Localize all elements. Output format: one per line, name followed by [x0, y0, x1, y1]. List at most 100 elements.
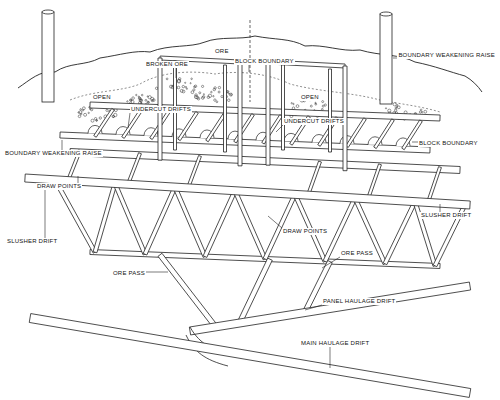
draw-point — [307, 161, 322, 196]
ore-fragment — [185, 82, 186, 83]
ore-fragment — [90, 108, 92, 110]
ore-fragment — [96, 120, 97, 121]
ore-fragment — [199, 92, 201, 94]
draw-point-funnel — [93, 183, 117, 253]
ore-fragment — [419, 111, 421, 113]
part-label: PANEL HAULAGE DRIFT — [322, 298, 396, 305]
ore-fragment — [182, 90, 185, 93]
ore-fragment — [155, 87, 157, 89]
slusher-drift — [70, 149, 460, 174]
undercut-drift — [234, 114, 255, 143]
ore-fragment — [99, 117, 101, 119]
ore-fragment — [193, 89, 195, 91]
ore-fragment — [80, 113, 82, 115]
ore-fragment — [127, 101, 128, 102]
leader-line — [249, 65, 250, 72]
ore-fragment — [141, 94, 143, 96]
ore-fragment — [190, 83, 191, 84]
ore-fragment — [322, 105, 324, 107]
leader-lines — [45, 58, 440, 368]
ore-fragment — [186, 88, 187, 89]
draw-point — [427, 167, 442, 203]
workings — [25, 56, 471, 397]
ore-fragment — [214, 99, 216, 101]
ore-fragment — [88, 112, 89, 113]
part-label: ORE PASS — [112, 270, 146, 277]
ore-fragment — [228, 93, 229, 94]
slusher-drift — [25, 174, 470, 209]
weakening-raises — [42, 10, 392, 104]
undercut-rail — [60, 132, 430, 153]
part-label: BLOCK BOUNDARY — [234, 58, 295, 65]
ore-fragment — [177, 86, 180, 89]
ore-fragment — [91, 119, 94, 122]
draw-point — [187, 155, 202, 188]
frame-post — [282, 65, 285, 150]
frame-post — [238, 62, 242, 166]
ore-fragment — [194, 85, 196, 87]
leader-line — [146, 272, 168, 273]
ore-fragment — [213, 96, 214, 97]
leader-line — [276, 125, 283, 132]
frame-post — [224, 65, 227, 152]
ore-fragment — [216, 101, 218, 103]
ore-fragment — [83, 107, 86, 110]
draw-point-funnel — [233, 190, 267, 260]
ore-fragment — [147, 101, 149, 103]
part-label: UNDERCUT DRIFTS — [130, 106, 192, 113]
ore-fragment — [315, 103, 317, 105]
draw-point-funnel — [143, 186, 177, 255]
ore-fragment — [166, 78, 168, 80]
ore-fragment — [177, 79, 180, 82]
ore-fragment — [148, 101, 150, 103]
ore-fragment — [228, 99, 231, 102]
ore-fragment — [202, 85, 204, 87]
leader-line — [62, 140, 63, 150]
ore-fragment — [292, 107, 295, 110]
ore-fragment — [141, 99, 142, 100]
ore-fragment — [148, 96, 151, 99]
ore-fragment — [96, 119, 98, 121]
main-haulage-drift — [29, 314, 471, 398]
undercut-drift — [346, 118, 367, 148]
ore-fragment — [397, 105, 398, 106]
leader-line — [440, 204, 441, 212]
ore-pass — [158, 253, 217, 327]
part-label: DRAW POINTS — [282, 228, 328, 235]
undercut-drift — [122, 110, 143, 139]
ore-fragment — [147, 96, 148, 97]
draw-point-funnel — [383, 201, 417, 265]
ore-fragment — [106, 109, 108, 111]
ore-fragment — [191, 78, 193, 80]
ore-fragment — [422, 112, 423, 113]
draw-point — [367, 164, 382, 199]
ore-fragment — [227, 91, 229, 93]
frame-post — [266, 62, 270, 165]
ore-fragment — [291, 103, 292, 104]
ore-fragment — [84, 113, 87, 116]
draw-point-funnel — [263, 194, 297, 260]
ore-fragment — [213, 88, 215, 90]
part-label: MAIN HAULAGE DRIFT — [300, 340, 370, 347]
part-label: BROKEN ORE — [145, 61, 189, 68]
ore-fragment — [310, 105, 312, 107]
ore-fragment — [197, 98, 199, 100]
ore-fragment — [140, 99, 143, 102]
ore-fragment — [131, 100, 134, 103]
leader-line — [268, 216, 282, 228]
ore-fragment — [138, 96, 139, 97]
undercut-drift — [374, 119, 395, 149]
ore-fragment — [424, 110, 427, 113]
part-label: SLUSHER DRIFT — [420, 212, 472, 219]
leader-line — [330, 347, 331, 368]
ore-fragment — [180, 89, 183, 92]
ore-fragment — [321, 108, 323, 110]
ore-fragment — [191, 91, 194, 94]
ore-outline — [18, 36, 482, 92]
ore-fragment — [218, 86, 220, 88]
ore-fragment — [218, 91, 220, 93]
ore-fragment — [395, 109, 397, 111]
ore-fragment — [132, 97, 135, 100]
ore-fragment — [385, 108, 386, 109]
